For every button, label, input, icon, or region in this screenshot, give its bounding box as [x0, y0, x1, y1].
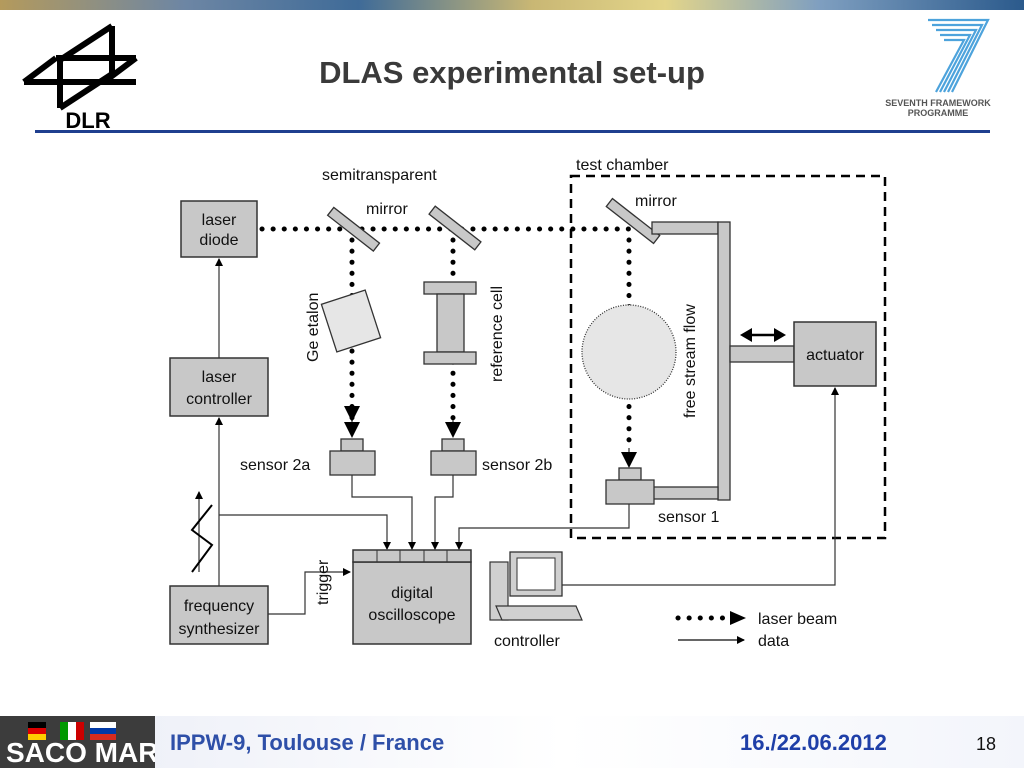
test-chamber-label: test chamber: [576, 157, 669, 174]
fp7-logo-line1: SEVENTH FRAMEWORK: [885, 98, 991, 108]
sawtooth-signal: [190, 504, 214, 573]
controller-keyboard: [495, 605, 583, 621]
mirror-label-2: mirror: [635, 193, 677, 210]
laser-diode-label-1: laser: [202, 212, 237, 229]
laser-diode-label-2: diode: [199, 232, 238, 249]
reference-cell-top: [423, 281, 477, 295]
sacomar-logo-text: SACO MAR: [6, 737, 155, 768]
trigger-label: trigger: [315, 559, 332, 605]
sensor-2b-label: sensor 2b: [482, 457, 552, 474]
sensor-2a-data-line: [351, 475, 416, 550]
dlas-setup-diagram: test chamber laser diode laser controlle…: [169, 157, 887, 650]
dlr-logo-text: DLR: [65, 108, 110, 133]
fp7-logo-line2: PROGRAMME: [908, 108, 969, 118]
reference-cell-bottom: [423, 351, 477, 365]
footer-date: 16./22.06.2012: [740, 730, 887, 755]
free-stream-flow-circle: [581, 304, 677, 400]
free-stream-flow-label: free stream flow: [682, 304, 699, 418]
mirror-label-1: mirror: [366, 201, 408, 218]
top-banner-strip: [0, 0, 1024, 10]
legend-laser-beam-label: laser beam: [758, 611, 837, 628]
page-number: 18: [976, 734, 997, 754]
sensor-1-label: sensor 1: [658, 509, 719, 526]
oscilloscope-label-2: oscilloscope: [368, 607, 455, 624]
traverse-frame: [717, 221, 731, 501]
sensor-2a: [329, 450, 376, 476]
sensor-1-data-line: [455, 504, 630, 550]
fp7-logo: SEVENTH FRAMEWORK PROGRAMME: [885, 18, 991, 118]
title-underline: [35, 130, 990, 133]
footer-conference: IPPW-9, Toulouse / France: [170, 730, 445, 755]
sensor-2a-label: sensor 2a: [240, 457, 310, 474]
semitransparent-mirror-2: [428, 205, 482, 251]
chamber-mirror: [605, 197, 661, 245]
oscilloscope-box: [352, 561, 472, 645]
reference-cell-body: [436, 293, 465, 353]
semitransparent-label: semitransparent: [322, 167, 437, 184]
dlr-logo: DLR: [22, 23, 138, 133]
reference-cell-label: reference cell: [489, 286, 506, 382]
sensor-2b-data-line: [431, 475, 454, 550]
ge-etalon-label: Ge etalon: [305, 293, 322, 362]
slide-title: DLAS experimental set-up: [319, 55, 705, 90]
laser-controller-label-1: laser: [202, 369, 237, 386]
synth-to-osc-line: [219, 514, 391, 550]
sensor-1: [605, 479, 655, 505]
oscilloscope-inputs: [352, 549, 472, 563]
laser-diode-box: [180, 200, 258, 258]
frequency-synthesizer-label-2: synthesizer: [179, 621, 261, 638]
controller-label: controller: [494, 633, 560, 650]
ge-etalon: [320, 289, 382, 353]
test-chamber-frame: [569, 174, 887, 540]
semitransparent-mirror-1: [326, 206, 381, 252]
trigger-line: [268, 568, 351, 615]
oscilloscope-label-1: digital: [391, 585, 433, 602]
frequency-synthesizer-box: [169, 585, 269, 645]
actuator-label: actuator: [806, 347, 864, 364]
legend-data-label: data: [758, 633, 789, 650]
actuator-box: [793, 321, 877, 387]
sensor-2b: [430, 450, 477, 476]
laser-controller-label-2: controller: [186, 391, 252, 408]
frequency-synthesizer-label-1: frequency: [184, 598, 254, 615]
footer-bar: [0, 716, 1024, 768]
controller-to-actuator-line: [562, 387, 839, 586]
sacomar-logo: SACO MAR: [0, 716, 155, 768]
